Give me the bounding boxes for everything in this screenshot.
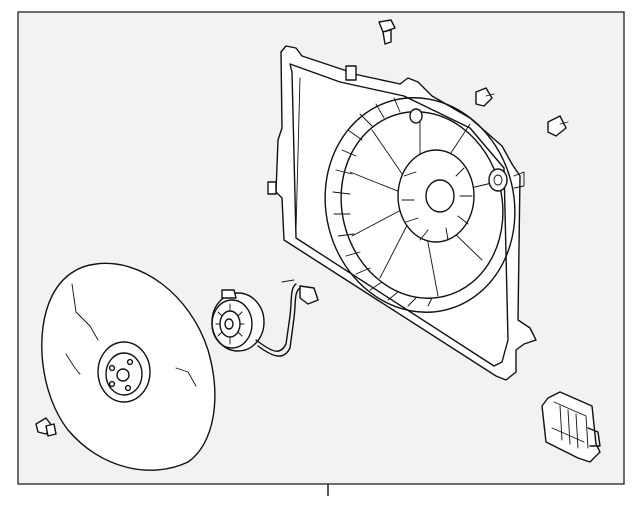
resistor-module-icon — [541, 391, 601, 463]
fan-blade-icon — [41, 262, 216, 471]
bolt-icon — [547, 115, 569, 137]
fan-motor-icon — [211, 279, 319, 357]
fan-shroud-icon — [267, 45, 537, 381]
bolt-icon — [378, 19, 396, 45]
bolt-icon — [475, 87, 495, 107]
nut-icon — [35, 417, 57, 437]
